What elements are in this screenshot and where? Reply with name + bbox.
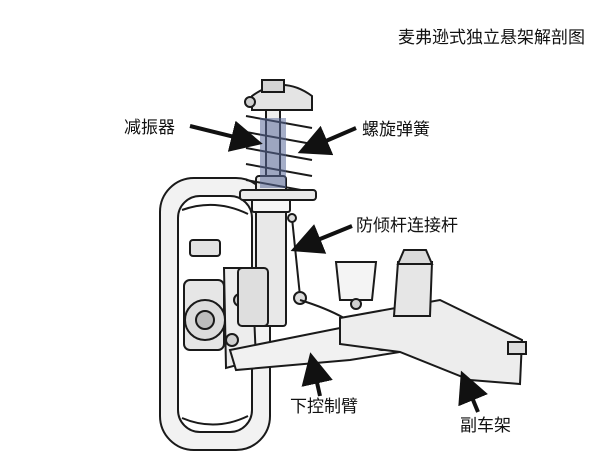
coil-spring	[239, 115, 317, 201]
arrow-stabilizer-link	[290, 224, 353, 254]
arrow-shock-absorber	[189, 120, 263, 152]
arrow-lower-control-arm	[301, 352, 333, 397]
label-coil-spring: 螺旋弹簧	[362, 120, 430, 140]
arrow-coil-spring	[297, 125, 357, 156]
label-subframe: 副车架	[460, 416, 511, 436]
label-stabilizer-link: 防倾杆连接杆	[356, 216, 458, 236]
subframe	[339, 298, 527, 386]
stabilizer-link	[287, 213, 307, 305]
label-lower-control-arm: 下控制臂	[290, 397, 358, 417]
label-arrows	[189, 120, 488, 413]
diagram-title: 麦弗逊式独立悬架解剖图	[398, 28, 585, 48]
top-mount	[244, 79, 313, 111]
arrow-subframe	[458, 370, 488, 413]
engine-mount	[334, 249, 434, 317]
label-shock-absorber: 减振器	[124, 118, 175, 138]
